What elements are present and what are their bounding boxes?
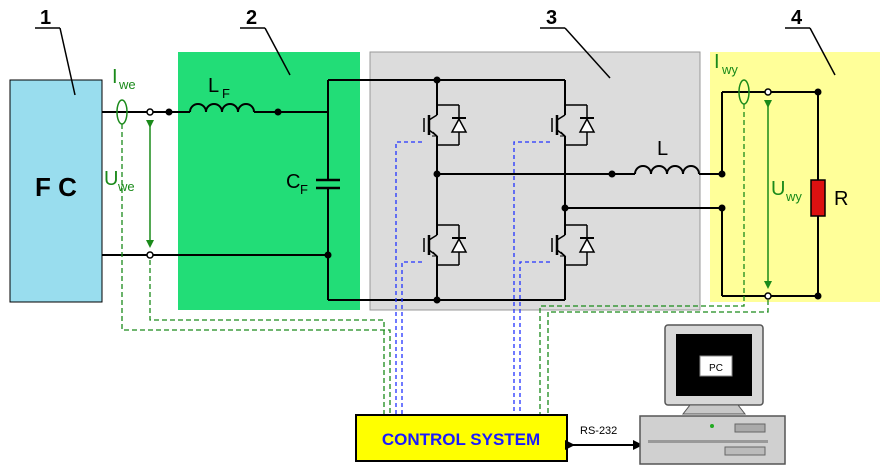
pc-screen-label: PC [709,363,723,374]
resistor-r [810,179,826,217]
i-we-sub: we [118,77,136,92]
block-number-2: 2 [246,7,257,29]
cf-sub: F [300,182,308,197]
fuel-cell-block [9,79,103,303]
load-block [710,52,880,302]
pc-icon [639,324,786,465]
rs232-label: RS-232 [580,425,617,437]
control-system-box [355,414,568,462]
u-we-sub: we [117,179,135,194]
block-number-3: 3 [546,7,557,29]
i-wy-label: I [714,51,720,73]
r-label: R [834,188,848,210]
control-system-label: CONTROL SYSTEM [382,430,540,449]
u-we-label: U [104,168,118,190]
fuel-cell-label: F C [35,172,77,202]
lf-sub: F [222,86,230,101]
u-wy-label: U [771,178,785,200]
lf-label: L [208,75,219,97]
inverter-block [369,51,701,311]
block-number-1: 1 [40,7,51,29]
u-wy-sub: wy [785,189,802,204]
block-number-4: 4 [791,7,803,29]
i-wy-sub: wy [721,62,738,77]
l-label: L [657,138,668,160]
i-we-label: I [112,66,118,88]
cf-label: C [286,171,300,193]
